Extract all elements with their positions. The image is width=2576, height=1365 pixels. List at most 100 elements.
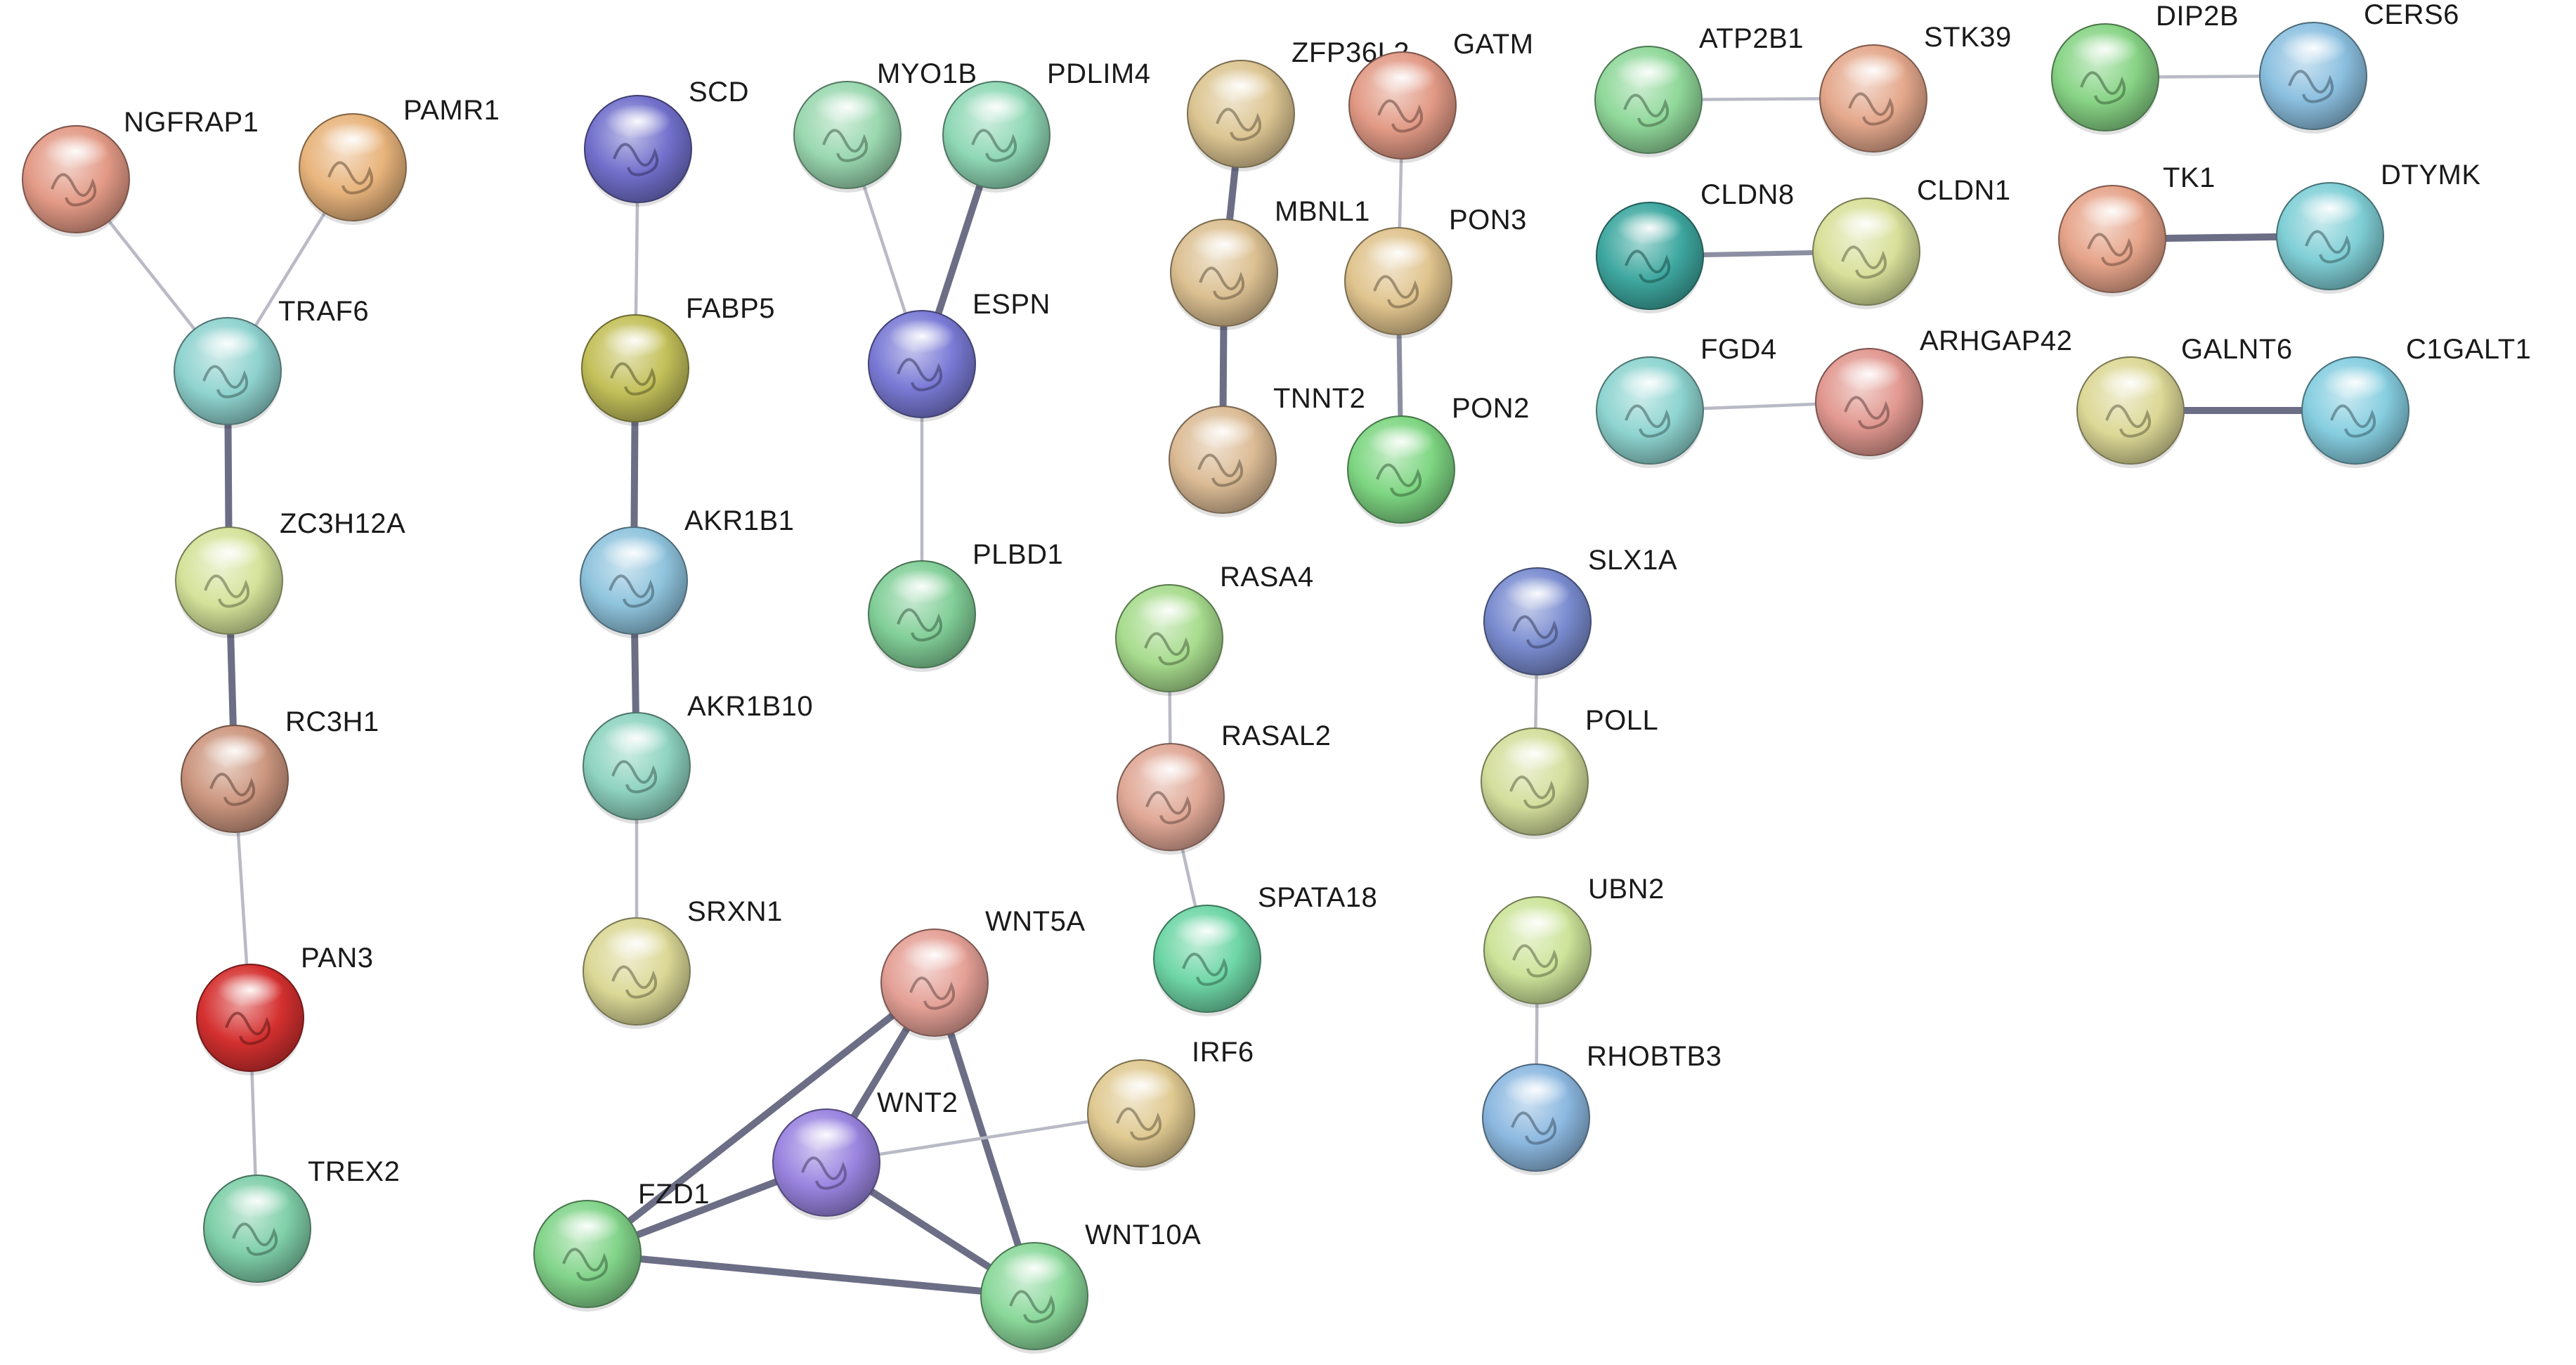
- node-highlight: [901, 938, 968, 972]
- node-label: MBNL1: [1275, 196, 1370, 227]
- node-wnt5a[interactable]: WNT5A: [880, 906, 1086, 1040]
- node-plbd1[interactable]: PLBD1: [868, 539, 1063, 672]
- node-dip2b[interactable]: DIP2B: [2051, 1, 2239, 135]
- node-label: TREX2: [308, 1156, 400, 1187]
- protein-structure-icon: [562, 1248, 608, 1281]
- node-pamr1[interactable]: PAMR1: [299, 95, 500, 225]
- node-arhgap42[interactable]: ARHGAP42: [1815, 325, 2072, 460]
- node-label: RHOBTB3: [1587, 1041, 1722, 1072]
- node-wnt10a[interactable]: WNT10A: [980, 1220, 1201, 1354]
- node-highlight: [195, 536, 263, 570]
- node-c1galt1[interactable]: C1GALT1: [2301, 334, 2531, 468]
- node-akr1b1[interactable]: AKR1B1: [580, 505, 794, 638]
- node-highlight: [1365, 236, 1432, 271]
- node-pan3[interactable]: PAN3: [196, 943, 374, 1075]
- node-highlight: [603, 926, 670, 961]
- node-cldn1[interactable]: CLDN1: [1812, 175, 2011, 309]
- node-cldn8[interactable]: CLDN8: [1596, 179, 1795, 313]
- node-highlight: [194, 326, 261, 361]
- node-label: SPATA18: [1258, 882, 1377, 913]
- node-pon3[interactable]: PON3: [1344, 205, 1527, 339]
- protein-structure-icon: [1197, 453, 1243, 487]
- node-fgd4[interactable]: FGD4: [1596, 334, 1777, 468]
- node-label: SCD: [689, 77, 749, 108]
- node-highlight: [603, 721, 670, 756]
- node-highlight: [2279, 31, 2347, 65]
- node-highlight: [1504, 576, 1571, 611]
- node-pdlim4[interactable]: PDLIM4: [942, 58, 1151, 193]
- protein-structure-icon: [611, 760, 657, 794]
- node-cers6[interactable]: CERS6: [2259, 0, 2459, 134]
- protein-structure-icon: [2105, 404, 2151, 438]
- node-label: ESPN: [972, 289, 1050, 320]
- protein-structure-icon: [610, 362, 656, 396]
- node-highlight: [1207, 69, 1275, 103]
- node-tnnt2[interactable]: TNNT2: [1169, 383, 1365, 517]
- node-galnt6[interactable]: GALNT6: [2076, 334, 2293, 468]
- node-ngfrap1[interactable]: NGFRAP1: [22, 107, 259, 237]
- node-highlight: [2079, 194, 2146, 228]
- node-highlight: [1840, 53, 1907, 88]
- node-highlight: [1107, 1068, 1175, 1103]
- node-fabp5[interactable]: FABP5: [581, 293, 775, 426]
- protein-structure-icon: [611, 965, 657, 999]
- protein-structure-icon: [1144, 632, 1190, 666]
- node-highlight: [604, 104, 672, 138]
- protein-structure-icon: [225, 1011, 271, 1045]
- node-trex2[interactable]: TREX2: [203, 1156, 400, 1286]
- node-label: RC3H1: [285, 706, 379, 737]
- node-label: ZC3H12A: [280, 508, 405, 539]
- protein-structure-icon: [971, 129, 1017, 162]
- node-highlight: [1615, 55, 1682, 89]
- node-label: STK39: [1924, 22, 2012, 53]
- node-label: UBN2: [1588, 874, 1665, 905]
- protein-structure-icon: [1625, 250, 1670, 283]
- node-label: DIP2B: [2156, 1, 2239, 32]
- node-spata18[interactable]: SPATA18: [1153, 882, 1377, 1016]
- node-zc3h12a[interactable]: ZC3H12A: [175, 508, 405, 638]
- node-highlight: [888, 569, 956, 604]
- protein-structure-icon: [1512, 615, 1558, 649]
- node-highlight: [201, 734, 268, 768]
- node-rhobtb3[interactable]: RHOBTB3: [1482, 1041, 1722, 1175]
- node-poll[interactable]: POLL: [1481, 705, 1658, 839]
- node-srxn1[interactable]: SRXN1: [583, 896, 783, 1029]
- node-myo1b[interactable]: MYO1B: [793, 58, 977, 193]
- node-highlight: [600, 536, 668, 570]
- node-zfp36l2[interactable]: ZFP36L2: [1187, 37, 1410, 172]
- node-espn[interactable]: ESPN: [868, 289, 1050, 422]
- node-pon2[interactable]: PON2: [1347, 393, 1530, 527]
- node-label: RASAL2: [1221, 720, 1331, 751]
- protein-structure-icon: [1625, 404, 1670, 438]
- node-label: AKR1B1: [684, 505, 794, 536]
- node-dtymk[interactable]: DTYMK: [2276, 160, 2481, 294]
- protein-structure-icon: [202, 365, 248, 399]
- node-wnt2[interactable]: WNT2: [772, 1087, 958, 1220]
- protein-structure-icon: [2305, 230, 2350, 264]
- node-atp2b1[interactable]: ATP2B1: [1594, 23, 1804, 157]
- node-fzd1[interactable]: FZD1: [533, 1179, 710, 1312]
- node-scd[interactable]: SCD: [584, 77, 749, 207]
- node-akr1b10[interactable]: AKR1B10: [583, 691, 813, 824]
- node-irf6[interactable]: IRF6: [1087, 1037, 1254, 1171]
- node-label: RASA4: [1220, 562, 1314, 593]
- node-stk39[interactable]: STK39: [1819, 22, 2012, 156]
- node-highlight: [42, 134, 110, 169]
- node-rasal2[interactable]: RASAL2: [1117, 720, 1331, 855]
- node-highlight: [1616, 211, 1684, 245]
- node-highlight: [814, 90, 881, 124]
- node-mbnl1[interactable]: MBNL1: [1170, 196, 1370, 330]
- protein-structure-icon: [897, 358, 942, 392]
- node-highlight: [888, 319, 956, 354]
- node-slx1a[interactable]: SLX1A: [1483, 545, 1677, 679]
- node-ubn2[interactable]: UBN2: [1483, 874, 1665, 1008]
- protein-structure-icon: [1373, 275, 1419, 309]
- node-label: TK1: [2163, 162, 2216, 193]
- node-traf6[interactable]: TRAF6: [174, 296, 369, 429]
- node-tk1[interactable]: TK1: [2058, 162, 2216, 297]
- node-rc3h1[interactable]: RC3H1: [181, 706, 379, 836]
- node-gatm[interactable]: GATM: [1348, 29, 1534, 163]
- node-rasa4[interactable]: RASA4: [1115, 562, 1314, 696]
